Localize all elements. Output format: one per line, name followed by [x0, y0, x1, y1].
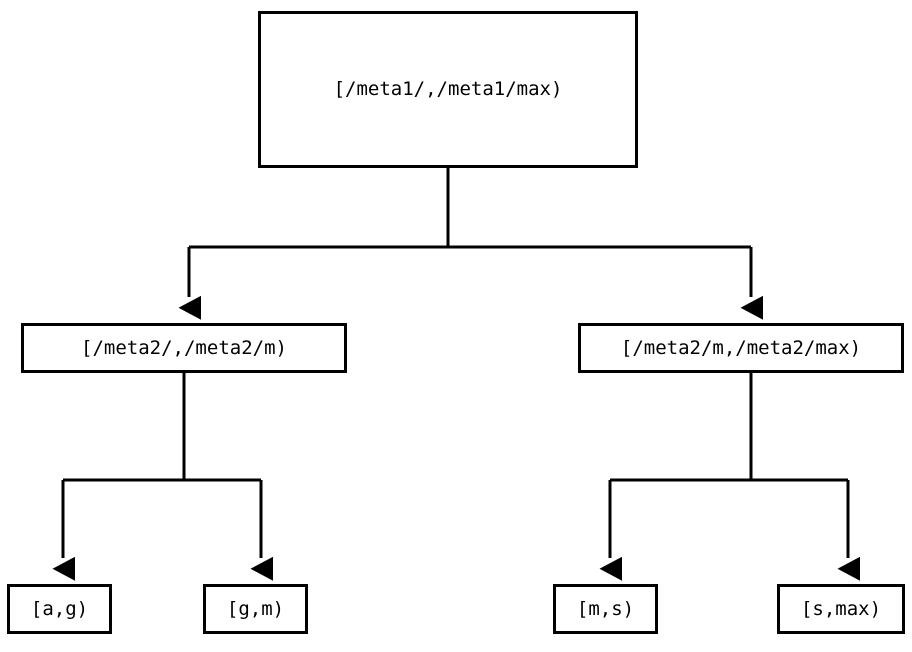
node-leaf-2-label: [g,m): [226, 597, 285, 620]
node-leaf-3[interactable]: [m,s): [553, 584, 658, 634]
node-leaf-1-label: [a,g): [30, 597, 89, 620]
node-root-label: [/meta1/,/meta1/max): [333, 78, 563, 101]
node-mid-right[interactable]: [/meta2/m,/meta2/max): [578, 323, 904, 373]
node-mid-left[interactable]: [/meta2/,/meta2/m): [21, 323, 347, 373]
node-leaf-4-label: [s,max): [800, 597, 882, 620]
node-mid-right-label: [/meta2/m,/meta2/max): [620, 336, 862, 359]
node-mid-left-label: [/meta2/,/meta2/m): [81, 336, 287, 359]
node-leaf-1[interactable]: [a,g): [7, 584, 112, 634]
node-leaf-3-label: [m,s): [576, 597, 635, 620]
node-leaf-2[interactable]: [g,m): [203, 584, 308, 634]
node-root[interactable]: [/meta1/,/meta1/max): [258, 11, 638, 168]
node-leaf-4[interactable]: [s,max): [777, 584, 905, 634]
